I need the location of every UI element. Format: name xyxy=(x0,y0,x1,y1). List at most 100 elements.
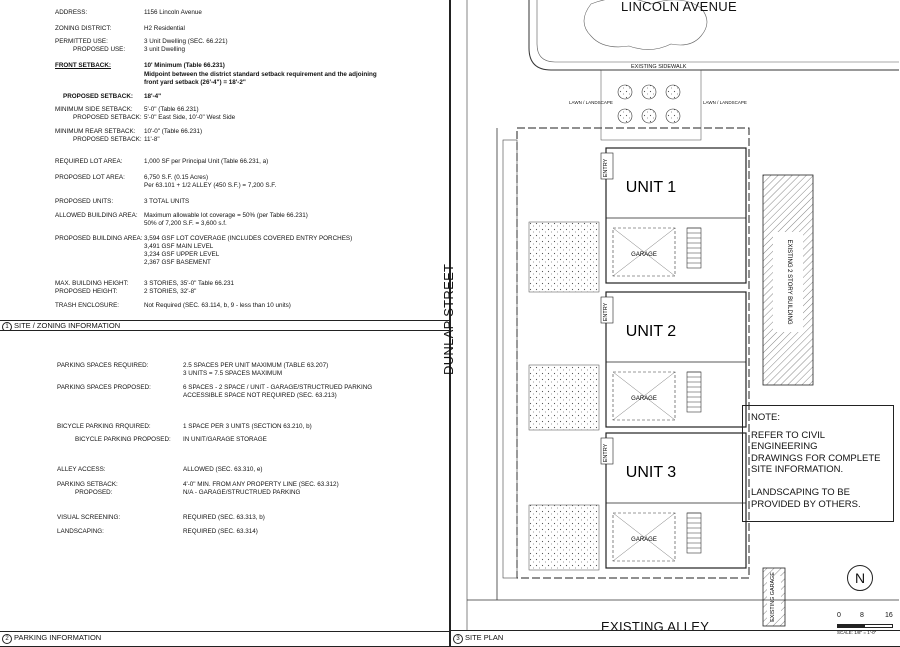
zoning-value: 11'-8" xyxy=(144,136,160,143)
entry-porch xyxy=(600,296,614,324)
parking-panel: PARKING SPACES REQUIRED: 2.5 SPACES PER U… xyxy=(0,331,450,647)
zoning-value: 2,367 GSF BASEMENT xyxy=(144,259,211,266)
curb-line xyxy=(528,0,899,71)
scale-tick: 16 xyxy=(885,612,893,619)
parking-value: 2.5 SPACES PER UNIT MAXIMUM (TABLE 63.20… xyxy=(183,362,329,369)
caption-text: PARKING INFORMATION xyxy=(14,633,102,642)
note-line: DRAWINGS FOR COMPLETE xyxy=(751,452,881,464)
zoning-value: 50% of 7,200 S.F. = 3,600 s.f. xyxy=(144,220,227,227)
sidewalk-strip xyxy=(502,139,518,579)
zoning-value: 10' Minimum (Table 66.231) xyxy=(144,62,225,69)
unit-label: UNIT 3 xyxy=(626,464,676,481)
zoning-value: 5'-0" East Side, 10'-0" West Side xyxy=(144,114,236,121)
zoning-value: 1,000 SF per Principal Unit (Table 66.23… xyxy=(144,158,269,165)
note-line: REFER TO CIVIL ENGINEERING xyxy=(751,429,825,453)
street-lincoln: LINCOLN AVENUE xyxy=(621,0,737,14)
garage-outline xyxy=(612,227,676,277)
zoning-label: PERMITTED USE: xyxy=(55,38,108,45)
zoning-value: 1156 Lincoln Avenue xyxy=(144,9,202,16)
parking-value: 4'-0" MIN. FROM ANY PROPERTY LINE (SEC. … xyxy=(183,481,339,488)
parking-value: N/A - GARAGE/STRUCTRUED PARKING xyxy=(183,489,301,496)
unit-outline xyxy=(605,291,747,428)
caption-number: 3 xyxy=(453,634,463,644)
entry-porch xyxy=(600,152,614,180)
note-line: SITE INFORMATION. xyxy=(751,464,844,475)
parking-label: VISUAL SCREENING: xyxy=(57,514,121,521)
parking-value: IN UNIT/GARAGE STORAGE xyxy=(183,436,267,443)
north-label: N xyxy=(854,570,866,586)
garage-label: GARAGE xyxy=(631,252,657,258)
parking-label: BICYCLE PARKING RRQUIRED: xyxy=(57,423,151,430)
tree-canopy xyxy=(583,0,708,50)
unit-label: UNIT 1 xyxy=(626,179,676,196)
neighbor-label-bg xyxy=(773,232,803,332)
parking-label: ALLEY ACCESS: xyxy=(57,466,106,473)
zoning-label: ZONING DISTRICT: xyxy=(55,25,112,32)
scale-bar: 0 8 16 SCALE: 1/8" = 1'-0" xyxy=(837,612,897,635)
caption-number: 2 xyxy=(2,634,12,644)
parking-value: 6 SPACES - 2 SPACE / UNIT - GARAGE/STRUC… xyxy=(183,384,373,391)
zoning-label: PROPOSED BUILDING AREA: xyxy=(55,235,143,242)
zoning-label: PROPOSED LOT AREA: xyxy=(55,174,125,181)
zoning-label: FRONT SETBACK: xyxy=(55,62,111,69)
note-line xyxy=(751,476,885,488)
zoning-value: 18'-4" xyxy=(144,93,162,100)
parking-label: PARKING SPACES REQUIRED: xyxy=(57,362,149,369)
stair-icon xyxy=(687,371,701,408)
north-arrow-icon: N xyxy=(847,565,873,591)
lawn-label: LAWN / LANDSCAPE xyxy=(569,100,613,105)
zoning-value: 3 STORIES, 35'-0" Table 66.231 xyxy=(144,280,235,287)
site-plan-drawing: UNIT 1 ENTRY GARAGE UNIT 2 ENTRY GARAGE UNIT 3… xyxy=(466,0,899,630)
units-group: UNIT 1 ENTRY GARAGE UNIT 2 ENTRY GARAGE UNIT 3… xyxy=(600,147,747,569)
entry-label: ENTRY xyxy=(603,158,609,177)
site-plan-panel: UNIT 1 ENTRY GARAGE UNIT 2 ENTRY GARAGE UNIT 3… xyxy=(441,0,900,647)
zoning-value: 3 unit Dwelling xyxy=(144,46,185,53)
landscape-area xyxy=(528,504,600,571)
lawn-label: LAWN / LANDSCAPE xyxy=(703,100,747,105)
zoning-value: 3,594 GSF LOT COVERAGE (INCLUDES COVERED… xyxy=(144,235,353,242)
zoning-value: 3 Unit Dwelling (SEC. 66.221) xyxy=(144,38,228,45)
note-line: LANDSCAPING TO BE xyxy=(751,487,850,498)
garage-outline xyxy=(612,371,676,421)
zoning-label: MAX. BUILDING HEIGHT: xyxy=(55,280,129,287)
zoning-value: 3 TOTAL UNITS xyxy=(144,198,190,205)
parking-label: PARKING SETBACK: xyxy=(57,481,118,488)
zoning-value: 3,234 GSF UPPER LEVEL xyxy=(144,251,220,258)
existing-garage-label: EXISTING GARAGE xyxy=(770,572,776,622)
zoning-value: front yard setback (26'-4") = 18'-2" xyxy=(144,79,246,86)
unit-outline xyxy=(605,147,747,284)
garage-label: GARAGE xyxy=(631,537,657,543)
zoning-value: Maximum allowable lot coverage = 50% (pe… xyxy=(144,212,308,219)
front-lawn xyxy=(600,69,702,141)
parking-label: BICYCLE PARKING PROPOSED: xyxy=(75,436,171,443)
zoning-label: PROPOSED UNITS: xyxy=(55,198,114,205)
landscape-area xyxy=(528,364,600,431)
caption-text: SITE / ZONING INFORMATION xyxy=(14,321,121,330)
parking-value: ACCESSIBLE SPACE NOT REQUIRED (SEC. 63.2… xyxy=(183,392,337,399)
zoning-value: Per 63.101 + 1/2 ALLEY (450 S.F.) = 7,20… xyxy=(144,182,277,189)
unit-label: UNIT 2 xyxy=(626,323,676,340)
landscape-area xyxy=(528,221,600,293)
parking-value: 1 SPACE PER 3 UNITS (SECTION 63.210, b) xyxy=(183,423,312,430)
stair-icon xyxy=(687,512,701,549)
parking-value: 3 UNITS = 7.5 SPACES MAXIMUM xyxy=(183,370,283,377)
zoning-value: 10'-0" (Table 66.231) xyxy=(144,128,203,135)
zoning-value: H2 Residential xyxy=(144,25,185,32)
parking-value: REQUIRED (SEC. 63.314) xyxy=(183,528,258,535)
entry-label: ENTRY xyxy=(603,443,609,462)
zoning-label: PROPOSED HEIGHT: xyxy=(55,288,118,295)
caption-text: SITE PLAN xyxy=(465,633,504,642)
parking-label: PROPOSED: xyxy=(75,489,113,496)
zoning-value: 2 STORIES, 32'-8" xyxy=(144,288,197,295)
unit-outline xyxy=(605,432,747,569)
zoning-label: ALLOWED BUILDING AREA: xyxy=(55,212,138,219)
zoning-value: Midpoint between the district standard s… xyxy=(144,71,377,78)
street-dunlap: DUNLAP STREET xyxy=(441,263,456,375)
curb-line xyxy=(536,0,899,63)
existing-sidewalk-label: EXISTING SIDEWALK xyxy=(631,64,687,70)
zoning-value: Not Required (SEC. 63.114, b, 9 - less t… xyxy=(144,302,291,309)
scale-tick: 8 xyxy=(860,612,864,619)
